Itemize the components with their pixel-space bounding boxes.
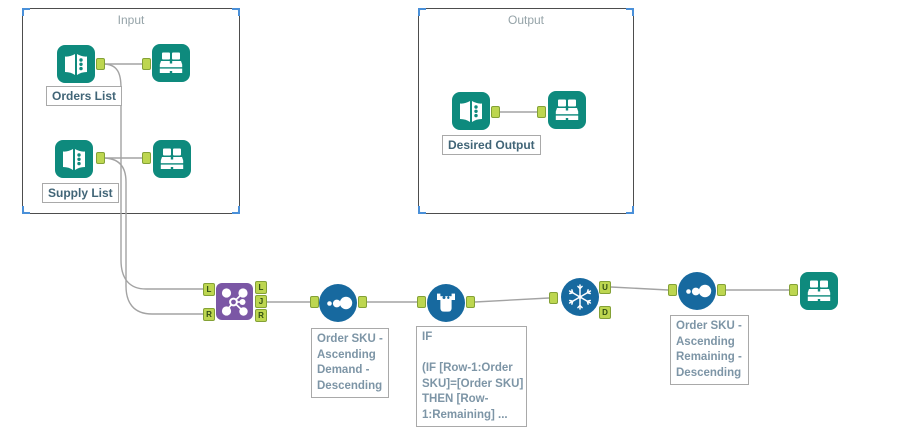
anchor-output-supply[interactable] xyxy=(96,152,105,164)
tool-multi-row-formula[interactable] xyxy=(427,284,465,322)
anchor-input-browse4[interactable] xyxy=(789,284,798,296)
binoculars-icon xyxy=(152,44,190,82)
container-corner xyxy=(22,206,30,214)
tool-sort-2[interactable] xyxy=(678,272,716,310)
annotation-line: 1:Remaining] ... xyxy=(422,408,508,421)
annotation-line: Demand - xyxy=(317,364,370,376)
binoculars-icon xyxy=(153,140,191,178)
beaker-drops-icon xyxy=(427,284,465,322)
anchor-join-input-l[interactable]: L xyxy=(203,283,215,296)
container-output[interactable]: Output xyxy=(418,8,634,214)
annotation-line: Order SKU - xyxy=(317,333,383,345)
container-corner xyxy=(626,206,634,214)
anchor-input-sort1[interactable] xyxy=(310,296,319,308)
container-input-label: Input xyxy=(117,13,145,27)
container-corner xyxy=(626,8,634,16)
anchor-input-browse3[interactable] xyxy=(537,106,546,118)
anchor-join-input-r[interactable]: R xyxy=(203,308,215,321)
tool-input-data-orders[interactable] xyxy=(57,45,95,83)
container-corner xyxy=(22,8,30,16)
container-corner xyxy=(418,206,426,214)
tool-browse-1[interactable] xyxy=(152,44,190,82)
annotation-line: (IF [Row-1:Order xyxy=(422,362,513,374)
annotation-line: SKU]=[Order SKU] xyxy=(422,377,524,390)
tool-browse-2[interactable] xyxy=(153,140,191,178)
wire-formula-to-unique[interactable] xyxy=(474,297,550,303)
tool-sort-1[interactable] xyxy=(319,284,357,322)
annotation-line: IF xyxy=(422,331,433,343)
annotation-line: Ascending xyxy=(676,335,735,348)
container-corner xyxy=(418,8,426,16)
tool-join[interactable] xyxy=(216,283,253,320)
tool-input-data-supply[interactable] xyxy=(55,140,93,178)
tool-input-data-desired-output[interactable] xyxy=(452,92,490,130)
anchor-output-desired[interactable] xyxy=(491,106,500,118)
annotation-formula[interactable]: IF (IF [Row-1:Order SKU]=[Order SKU] THE… xyxy=(416,326,527,427)
anchor-output-formula[interactable] xyxy=(466,296,475,308)
container-corner xyxy=(232,206,240,214)
anchor-unique-output-u[interactable]: U xyxy=(599,281,611,294)
wire-supply-to-join-r[interactable] xyxy=(102,157,204,315)
anchor-unique-output-d[interactable]: D xyxy=(599,306,611,319)
anchor-input-browse1[interactable] xyxy=(142,58,151,70)
anchor-input-sort2[interactable] xyxy=(668,284,677,296)
annotation-line: Descending xyxy=(676,366,742,379)
anchor-join-output-j[interactable]: J xyxy=(255,295,267,308)
snowflake-icon xyxy=(561,278,599,316)
binoculars-icon xyxy=(548,91,586,129)
anchor-join-output-l[interactable]: L xyxy=(255,281,267,294)
join-network-icon xyxy=(216,283,253,320)
sort-dots-icon xyxy=(319,284,357,322)
book-icon xyxy=(57,45,95,83)
book-icon xyxy=(55,140,93,178)
wire-orders-to-join-l[interactable] xyxy=(102,63,204,290)
annotation-sort-1[interactable]: Order SKU - Ascending Demand - Descendin… xyxy=(311,328,389,398)
tool-label-supply[interactable]: Supply List xyxy=(42,183,119,203)
annotation-line: Ascending xyxy=(317,348,376,361)
annotation-sort-2[interactable]: Order SKU - Ascending Remaining - Descen… xyxy=(670,315,749,385)
anchor-output-orders[interactable] xyxy=(96,58,105,70)
tool-unique[interactable] xyxy=(561,278,599,316)
container-input[interactable]: Input xyxy=(22,8,240,214)
wire-unique-u-to-sort2[interactable] xyxy=(610,286,669,291)
binoculars-icon xyxy=(800,272,838,310)
anchor-input-browse2[interactable] xyxy=(142,152,151,164)
tool-label-orders[interactable]: Orders List xyxy=(46,86,123,106)
annotation-line: Remaining - xyxy=(676,351,742,363)
tool-browse-3[interactable] xyxy=(548,91,586,129)
anchor-join-output-r[interactable]: R xyxy=(255,309,267,322)
container-corner xyxy=(232,8,240,16)
anchor-output-sort2[interactable] xyxy=(717,284,726,296)
tool-browse-4[interactable] xyxy=(800,272,838,310)
book-icon xyxy=(452,92,490,130)
tool-label-desired-output[interactable]: Desired Output xyxy=(442,135,541,155)
sort-dots-icon xyxy=(678,272,716,310)
annotation-line: THEN [Row- xyxy=(422,393,489,405)
annotation-line: Order SKU - xyxy=(676,320,742,332)
annotation-line xyxy=(422,346,521,362)
annotation-line: Descending xyxy=(317,379,383,392)
anchor-output-sort1[interactable] xyxy=(358,296,367,308)
container-output-label: Output xyxy=(507,13,545,27)
anchor-input-formula[interactable] xyxy=(417,296,426,308)
anchor-input-unique[interactable] xyxy=(549,292,558,304)
